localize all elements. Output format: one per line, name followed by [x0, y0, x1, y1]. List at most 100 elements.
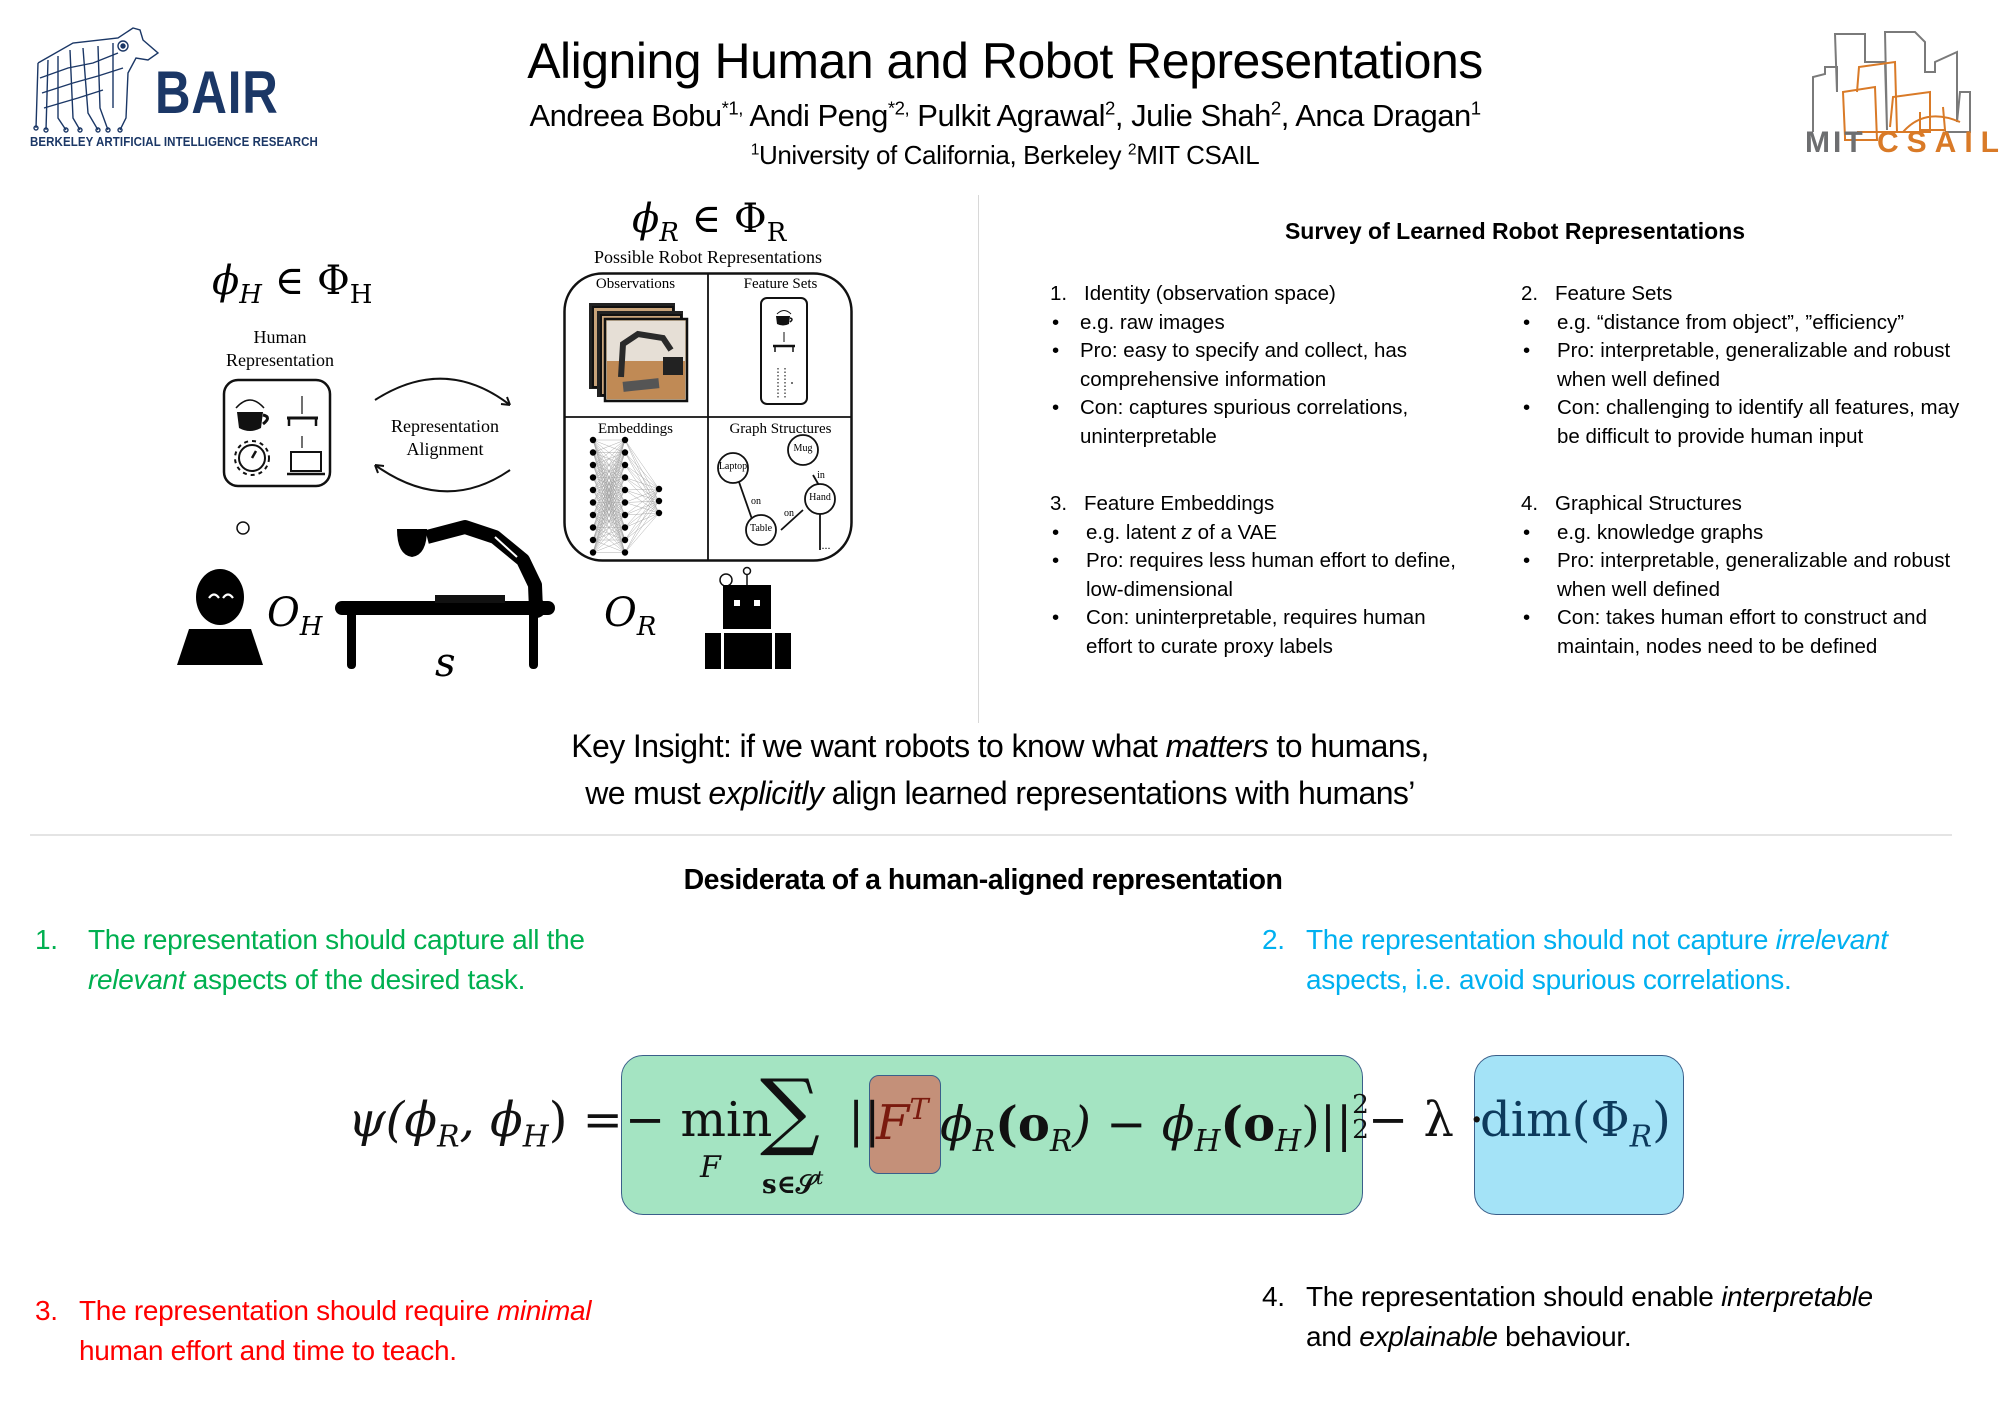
network-node: [655, 497, 663, 505]
formula-dim: dim(ΦR): [1480, 1092, 1671, 1155]
bear-circuit-icon: [33, 27, 160, 133]
survey-section-feature-embeddings: 3.Feature Embeddings e.g. latent z of a …: [1050, 490, 1470, 661]
survey-section-graphical-structures: 4.Graphical Structures e.g. knowledge gr…: [1521, 490, 1981, 661]
column-divider: [978, 195, 979, 723]
graph-edge-label: on: [751, 496, 761, 507]
network-node: [589, 461, 597, 469]
survey-bullet: e.g. latent z of a VAE: [1050, 519, 1470, 548]
graph-ellipsis: ...: [821, 538, 831, 552]
survey-bullet: Pro: requires less human effort to defin…: [1050, 547, 1470, 604]
human-representation-symbol: ϕH ∈ ΦH: [212, 258, 373, 311]
csail-mit: MIT: [1805, 126, 1866, 159]
network-node: [589, 524, 597, 531]
affiliations: 1University of California, Berkeley 2MIT…: [0, 140, 2000, 171]
robot-observation-label: OR: [604, 590, 657, 643]
key-insight-line-1: Key Insight: if we want robots to know w…: [571, 728, 1429, 764]
cell-graph-structures-label: Graph Structures: [729, 421, 832, 437]
desiderata-title: Desiderata of a human-aligned representa…: [683, 864, 1283, 896]
survey-bullet: e.g. knowledge graphs: [1521, 519, 1981, 548]
network-node: [655, 485, 663, 493]
city-skyline-icon: [1812, 31, 1971, 141]
survey-section-heading: 2.Feature Sets: [1521, 282, 1673, 305]
formula-lhs: ψ(ϕR, ϕH) =: [348, 1092, 623, 1155]
bair-wordmark: BAIR: [155, 59, 279, 126]
table-icon: [335, 595, 555, 669]
csail-logo: [1812, 31, 1971, 141]
survey-bullet: Con: captures spurious correlations, uni…: [1050, 394, 1470, 451]
survey-section-heading: 4.Graphical Structures: [1521, 492, 1742, 515]
network-node: [589, 511, 597, 519]
representation-alignment-label: Representation Alignment: [391, 416, 499, 459]
human-icon: [177, 569, 263, 665]
network-node: [621, 549, 629, 556]
author: Julie Shah2,: [1131, 97, 1289, 133]
desideratum-interpretable: 4. The representation should enable inte…: [1262, 1281, 1873, 1352]
author: Andreea Bobu*1,: [529, 97, 743, 133]
section-divider: [30, 834, 1952, 836]
mug-icon: [235, 399, 269, 431]
network-node: [621, 449, 629, 456]
network-node: [589, 549, 597, 556]
network-node: [589, 536, 597, 544]
graph-node-table: Table: [749, 523, 773, 534]
formula-lambda: − λ ·: [1368, 1092, 1485, 1148]
speed-gear-icon: [234, 440, 270, 476]
desideratum-minimal-effort: 3. The representation should require min…: [35, 1295, 592, 1366]
survey-title: Survey of Learned Robot Representations: [1284, 218, 1746, 244]
survey-section-feature-sets: 2.Feature Sets e.g. “distance from objec…: [1521, 280, 1981, 451]
network-node: [621, 486, 629, 494]
network-node: [589, 449, 597, 456]
formula-F-transpose: FT: [876, 1092, 929, 1152]
neural-network-icon: [589, 436, 663, 556]
network-node: [621, 499, 629, 506]
possible-robot-representations-label: Possible Robot Representations: [594, 247, 822, 267]
robot-representation-symbol: ϕR ∈ ΦR: [632, 196, 787, 249]
feature-set-icon: [760, 297, 808, 405]
table-height-icon: [287, 396, 318, 426]
cell-embeddings-label: Embeddings: [598, 421, 673, 437]
affiliation: 2MIT CSAIL: [1127, 140, 1260, 170]
human-observation-label: OH: [267, 590, 323, 643]
csail-wordmark: MIT CSAIL: [1805, 126, 2000, 160]
alignment-arrows: [374, 377, 511, 493]
survey-bullet: Con: takes human effort to construct and…: [1521, 604, 1981, 661]
graph-node-mug: Mug: [793, 443, 813, 454]
author: Anca Dragan1: [1295, 97, 1481, 133]
graph-edge-label: in: [817, 470, 825, 481]
graph-edge-label: on: [784, 508, 794, 519]
survey-bullet: Pro: easy to specify and collect, has co…: [1050, 337, 1470, 394]
author: Pulkit Agrawal2,: [917, 97, 1123, 133]
formula-feature-matrix-highlight: [869, 1075, 941, 1174]
formula-sum: ∑: [760, 1061, 820, 1159]
bair-logo: [33, 27, 160, 133]
knowledge-graph-icon: [717, 434, 836, 550]
formula-norm-open: ||: [848, 1092, 881, 1148]
survey-section-identity: 1.Identity (observation space) e.g. raw …: [1050, 280, 1470, 451]
human-thought-bubble-icon: [236, 521, 250, 535]
cell-feature-sets-label: Feature Sets: [743, 276, 818, 292]
desideratum-relevant: 1. The representation should capture all…: [35, 924, 585, 995]
desideratum-irrelevant: 2. The representation should not capture…: [1262, 924, 1888, 995]
survey-bullet: Con: uninterpretable, requires human eff…: [1050, 604, 1470, 661]
survey-section-heading: 3.Feature Embeddings: [1050, 492, 1275, 515]
state-label: s: [435, 640, 456, 686]
survey-bullet: Pro: interpretable, generalizable and ro…: [1521, 337, 1981, 394]
affiliation: 1University of California, Berkeley: [750, 140, 1122, 170]
author-list: Andreea Bobu*1, Andi Peng*2, Pulkit Agra…: [0, 98, 2000, 134]
survey-bullet: Pro: interpretable, generalizable and ro…: [1521, 547, 1981, 604]
network-node: [621, 436, 629, 444]
network-node: [589, 474, 597, 481]
scene-illustration: [177, 520, 791, 669]
key-insight-line-2: we must explicitly align learned represe…: [585, 775, 1415, 811]
network-node: [589, 486, 597, 494]
robot-arm-icon: [397, 520, 546, 618]
survey-bullet: e.g. “distance from object”, ”efficiency…: [1521, 309, 1981, 338]
arrow-left-icon: [374, 464, 511, 493]
robot-icon: [705, 566, 791, 669]
graph-node-hand: Hand: [809, 492, 831, 503]
bair-subtitle: BERKELEY ARTIFICIAL INTELLIGENCE RESEARC…: [30, 135, 318, 149]
network-node: [621, 524, 629, 531]
graph-node-laptop: Laptop: [718, 461, 748, 472]
network-node: [621, 474, 629, 481]
